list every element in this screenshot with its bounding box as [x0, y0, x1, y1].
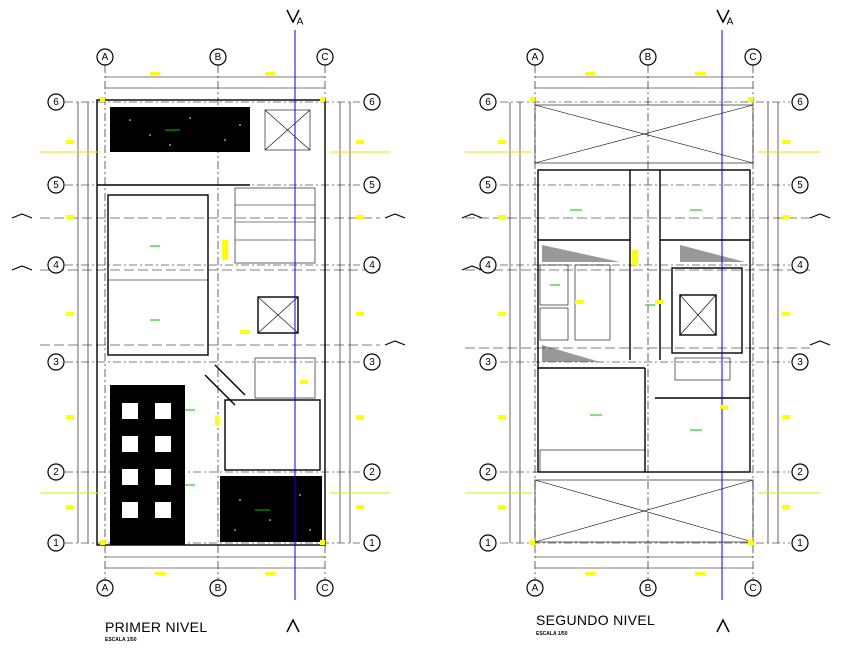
section-label: A	[297, 17, 304, 28]
row-axis-2-circle	[47, 463, 65, 481]
row-axis-4-circle	[791, 256, 809, 274]
row-axis-1-circle	[47, 534, 65, 552]
row-axis-2-label: 2	[53, 467, 59, 478]
column-axis-c-circle	[744, 579, 762, 597]
column-axis-c-label: C	[321, 583, 328, 594]
column-axis-a-label: A	[102, 583, 109, 594]
row-axis-6-label: 6	[485, 97, 491, 108]
row-axis-1-label: 1	[797, 538, 803, 549]
row-axis-6-label: 6	[53, 97, 59, 108]
column-axis-b-circle	[639, 48, 657, 66]
row-axis-5-label: 5	[53, 180, 59, 191]
row-axis-2-label: 2	[797, 467, 803, 478]
row-axis-4-circle	[363, 256, 381, 274]
row-axis-6-circle	[791, 93, 809, 111]
row-axis-6-circle	[479, 93, 497, 111]
column-axis-b-label: B	[645, 52, 652, 63]
column-axis-a-label: A	[102, 52, 109, 63]
row-axis-5-circle	[479, 176, 497, 194]
row-axis-3-label: 3	[53, 357, 59, 368]
row-axis-3-circle	[791, 353, 809, 371]
row-axis-4-circle	[47, 256, 65, 274]
section-mark-bottom-right	[716, 618, 730, 633]
column-axis-b-label: B	[645, 583, 652, 594]
column-axis-b-label: B	[215, 583, 222, 594]
column-axis-c-label: C	[749, 583, 756, 594]
plan-title: PRIMER NIVEL	[105, 619, 207, 635]
row-axis-3-label: 3	[797, 357, 803, 368]
column-axis-a-circle	[96, 48, 114, 66]
column-axis-b-circle	[209, 48, 227, 66]
row-axis-2-label: 2	[369, 467, 375, 478]
row-axis-3-circle	[47, 353, 65, 371]
column-axis-b-circle	[209, 579, 227, 597]
row-axis-4-label: 4	[53, 260, 59, 271]
row-axis-2-circle	[791, 463, 809, 481]
plan-scale: ESCALA 1/50	[536, 631, 568, 637]
row-axis-1-label: 1	[369, 538, 375, 549]
column-axis-a-label: A	[532, 583, 539, 594]
row-axis-3-label: 3	[369, 357, 375, 368]
row-axis-3-circle	[363, 353, 381, 371]
column-axis-b-circle	[639, 579, 657, 597]
row-axis-5-circle	[363, 176, 381, 194]
column-axis-b-label: B	[215, 52, 222, 63]
segundo-nivel-plan	[461, 9, 831, 633]
section-mark-top-right	[716, 9, 730, 24]
row-axis-6-circle	[363, 93, 381, 111]
section-mark-top-left	[286, 9, 300, 24]
row-axis-6-circle	[47, 93, 65, 111]
row-axis-1-circle	[479, 534, 497, 552]
column-axis-c-circle	[744, 48, 762, 66]
column-axis-c-circle	[316, 579, 334, 597]
row-axis-4-label: 4	[369, 260, 375, 271]
plan-scale: ESCALA 1/50	[105, 637, 137, 643]
row-axis-4-label: 4	[485, 260, 491, 271]
row-axis-5-label: 5	[369, 180, 375, 191]
row-axis-5-circle	[47, 176, 65, 194]
row-axis-1-label: 1	[53, 538, 59, 549]
column-axis-a-circle	[526, 579, 544, 597]
row-axis-3-label: 3	[485, 357, 491, 368]
row-axis-6-label: 6	[369, 97, 375, 108]
column-axis-c-label: C	[321, 52, 328, 63]
row-axis-4-label: 4	[797, 260, 803, 271]
section-label: A	[727, 17, 734, 28]
row-axis-1-label: 1	[485, 538, 491, 549]
row-axis-5-label: 5	[797, 180, 803, 191]
row-axis-5-circle	[791, 176, 809, 194]
column-axis-c-label: C	[749, 52, 756, 63]
primer-nivel-plan	[11, 9, 406, 633]
column-axis-a-label: A	[532, 52, 539, 63]
row-axis-2-label: 2	[485, 467, 491, 478]
row-axis-2-circle	[479, 463, 497, 481]
row-axis-5-label: 5	[485, 180, 491, 191]
column-axis-a-circle	[526, 48, 544, 66]
row-axis-2-circle	[363, 463, 381, 481]
column-axis-a-circle	[96, 579, 114, 597]
section-mark-bottom-left	[286, 618, 300, 633]
row-axis-4-circle	[479, 256, 497, 274]
row-axis-3-circle	[479, 353, 497, 371]
row-axis-6-label: 6	[797, 97, 803, 108]
column-axis-c-circle	[316, 48, 334, 66]
row-axis-1-circle	[791, 534, 809, 552]
plan-title: SEGUNDO NIVEL	[536, 612, 655, 628]
row-axis-1-circle	[363, 534, 381, 552]
